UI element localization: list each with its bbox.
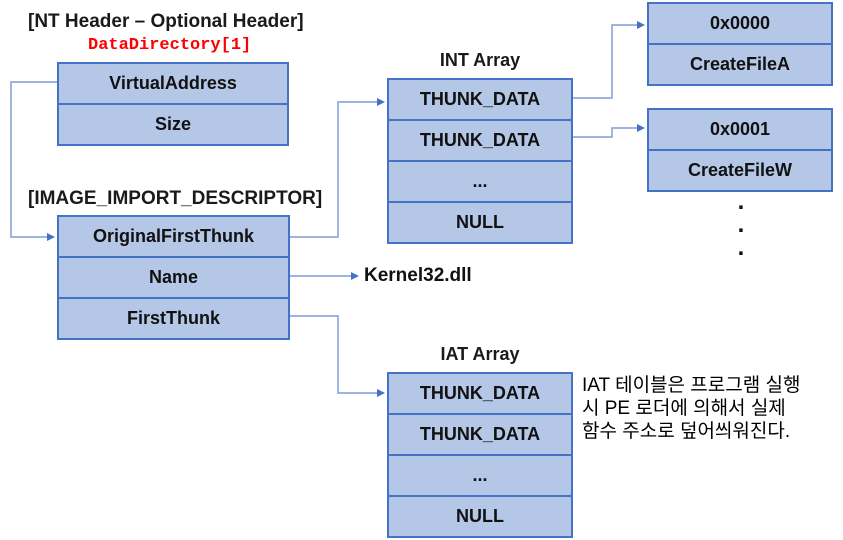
int-array-box: THUNK_DATA THUNK_DATA ... NULL [387,78,573,244]
int-ellipsis-row: ... [389,160,571,201]
connector-originalfirstthunk-to-int-array [290,98,385,238]
virtual-address-row: VirtualAddress [109,73,237,93]
iat-array-box: THUNK_DATA THUNK_DATA ... NULL [387,372,573,538]
iat-array-label: IAT Array [440,344,520,364]
data-directory-label: DataDirectory[1] [88,36,252,55]
connector-thunk1-to-createfilea [573,21,645,99]
import-entry-box-createfilew: 0x0001 CreateFileW [647,108,833,192]
connector-firstthunk-to-iat-array [290,315,385,397]
ellipsis-dot: . [737,234,745,261]
int-array-label: INT Array [439,50,521,70]
data-directory-box: VirtualAddress Size [57,62,289,146]
size-row: Size [59,103,287,144]
ordinal-row: 0x0001 [709,119,771,139]
iat-note-line: IAT 테이블은 프로그램 실행 [582,375,801,396]
first-thunk-row: FirstThunk [59,297,288,338]
connector-virtualaddress-to-descriptor [10,81,57,241]
iat-note-line: 시 PE 로더에 의해서 실제 [582,398,786,419]
iat-note: IAT 테이블은 프로그램 실행 시 PE 로더에 의해서 실제 함수 주소로 … [582,374,800,443]
name-row: Name [59,256,288,297]
original-first-thunk-row: OriginalFirstThunk [92,226,254,246]
iat-ellipsis-row: ... [389,454,571,495]
iat-note-line: 함수 주소로 덮어씌워진다. [582,421,791,442]
function-name-row: CreateFileW [649,149,831,190]
iat-null-row: NULL [389,495,571,536]
vertical-ellipsis: . . . [735,188,747,261]
int-thunk-data-row-1: THUNK_DATA [419,89,541,109]
iat-thunk-data-row-2: THUNK_DATA [389,413,571,454]
nt-header-title: [NT Header – Optional Header] [28,11,304,32]
ellipsis-dot: . [737,211,745,238]
int-null-row: NULL [389,201,571,242]
iat-thunk-data-row-1: THUNK_DATA [419,383,541,403]
function-name-row: CreateFileA [649,43,831,84]
kernel32-dll-label: Kernel32.dll [364,265,472,286]
ellipsis-dot: . [737,188,745,215]
import-entry-box-createfilea: 0x0000 CreateFileA [647,2,833,86]
connector-thunk2-to-createfilew [573,124,645,138]
image-import-descriptor-title: [IMAGE_IMPORT_DESCRIPTOR] [28,188,323,209]
int-thunk-data-row-2: THUNK_DATA [389,119,571,160]
image-import-descriptor-box: OriginalFirstThunk Name FirstThunk [57,215,290,340]
ordinal-row: 0x0000 [709,13,771,33]
